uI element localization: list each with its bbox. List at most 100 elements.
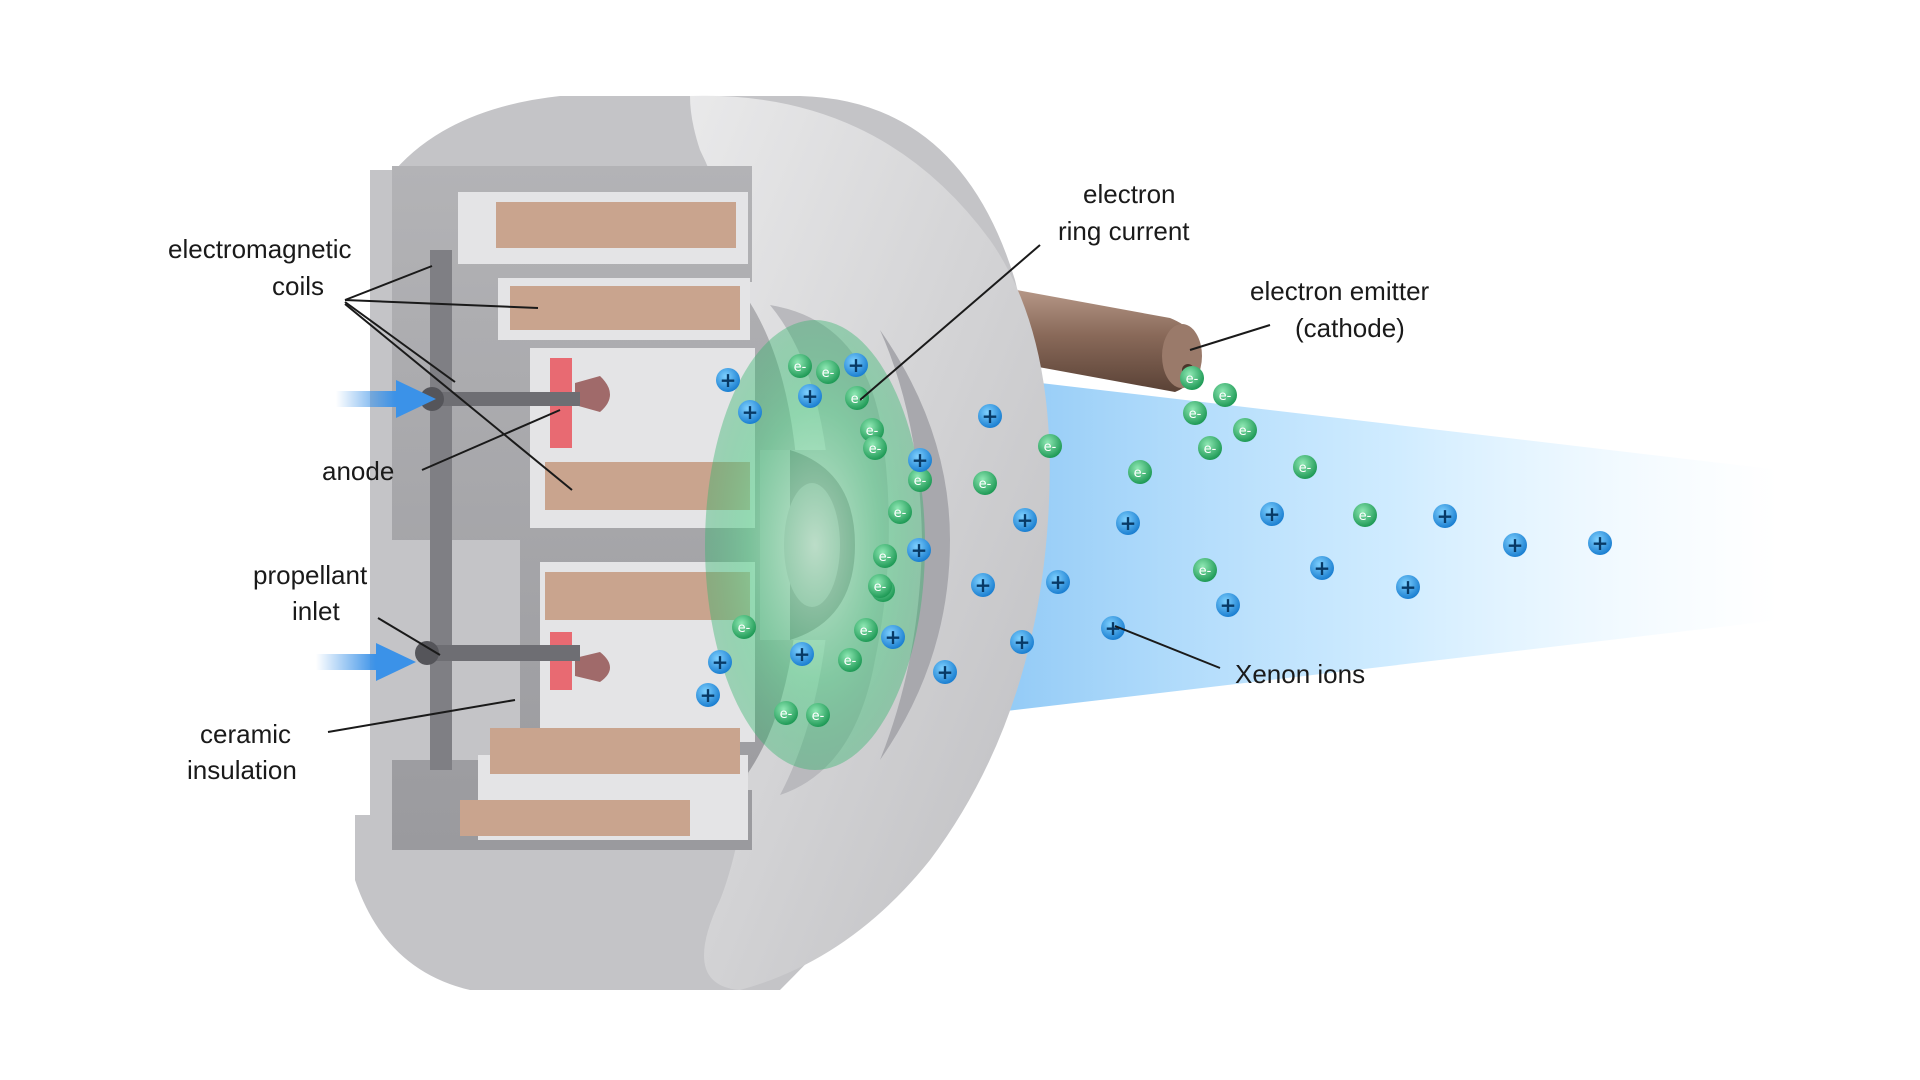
electron-dot (788, 354, 812, 378)
ion-symbol: + (1050, 570, 1067, 594)
electron-symbol: e- (914, 474, 927, 489)
ion-dot (790, 642, 814, 666)
electron-particle: e- (908, 468, 932, 492)
ion-symbol: + (802, 384, 819, 408)
ion-dot (1010, 630, 1034, 654)
leader-xenon-ions (1114, 625, 1221, 669)
electron-dot (845, 386, 869, 410)
xenon-ion-particle: + (798, 384, 822, 408)
electron-dot (1353, 503, 1377, 527)
electron-particle: e- (774, 701, 798, 725)
xenon-ion-particle: + (1013, 508, 1037, 532)
ion-symbol: + (1437, 504, 1454, 528)
label-coils: coils (272, 271, 324, 301)
electron-dot (888, 500, 912, 524)
ion-symbol: + (1014, 630, 1031, 654)
xenon-ion-particle: + (1396, 575, 1420, 599)
xenon-ion-particle: + (1433, 504, 1457, 528)
ion-symbol: + (1105, 616, 1122, 640)
label-inlet: inlet (292, 596, 340, 626)
ion-dot (881, 625, 905, 649)
electron-symbol: e- (812, 709, 825, 724)
electron-symbol: e- (780, 707, 793, 722)
xenon-ion-particle: + (1116, 511, 1140, 535)
electron-symbol: e- (866, 424, 879, 439)
ion-symbol: + (1220, 593, 1237, 617)
electron-particle: e- (1198, 436, 1222, 460)
ion-dot (1046, 570, 1070, 594)
ion-symbol: + (1264, 502, 1281, 526)
leader-emitter (1189, 324, 1271, 351)
electron-symbol: e- (1359, 509, 1372, 524)
ion-symbol: + (885, 625, 902, 649)
electron-dot (1198, 436, 1222, 460)
electron-symbol: e- (1299, 461, 1312, 476)
particles: e-e-e-e-e-e-e-e-e-e-e-e-e-e-e-e-e-e-e-e-… (696, 353, 1612, 727)
xenon-ion-particle: + (881, 625, 905, 649)
electron-symbol: e- (979, 477, 992, 492)
xenon-ion-particle: + (971, 573, 995, 597)
leader-coils-4 (344, 303, 573, 491)
electron-particle: e- (806, 703, 830, 727)
electron-particle: e- (888, 500, 912, 524)
leader-anode (421, 409, 561, 471)
ion-dot (978, 404, 1002, 428)
electron-particle: e- (1038, 434, 1062, 458)
ion-dot (1013, 508, 1037, 532)
ion-dot (1310, 556, 1334, 580)
ion-dot (798, 384, 822, 408)
electron-particle: e- (1128, 460, 1152, 484)
electron-particle: e- (838, 648, 862, 672)
label-ring-current: ring current (1058, 216, 1190, 246)
ion-symbol: + (1400, 575, 1417, 599)
electron-dot (1180, 366, 1204, 390)
electron-particle: e- (1183, 401, 1207, 425)
xenon-ion-particle: + (1101, 616, 1125, 640)
xenon-ion-particle: + (1010, 630, 1034, 654)
ion-dot (1116, 511, 1140, 535)
ion-dot (1101, 616, 1125, 640)
labels: electromagnetic coils anode propellant i… (168, 179, 1430, 785)
ion-symbol: + (1507, 533, 1524, 557)
ion-dot (1588, 531, 1612, 555)
label-insulation: insulation (187, 755, 297, 785)
ion-dot (1260, 502, 1284, 526)
leader-propellant-inlet (377, 617, 441, 656)
ion-symbol: + (1314, 556, 1331, 580)
ion-dot (971, 573, 995, 597)
electron-particle: e- (788, 354, 812, 378)
xenon-ion-particle: + (696, 683, 720, 707)
electron-dot (816, 360, 840, 384)
xenon-ion-particle: + (1046, 570, 1070, 594)
electron-particle: e- (1213, 383, 1237, 407)
ion-dot (907, 538, 931, 562)
electron-particle: e- (1180, 366, 1204, 390)
xenon-ion-particle: + (716, 368, 740, 392)
electron-symbol: e- (894, 506, 907, 521)
ion-dot (1396, 575, 1420, 599)
xenon-ion-particle: + (933, 660, 957, 684)
ion-symbol: + (982, 404, 999, 428)
xenon-ion-particle: + (1588, 531, 1612, 555)
ion-symbol: + (937, 660, 954, 684)
ion-dot (908, 448, 932, 472)
xenon-ion-particle: + (708, 650, 732, 674)
label-xenon-ions: Xenon ions (1235, 659, 1365, 689)
electron-symbol: e- (738, 621, 751, 636)
ion-symbol: + (912, 448, 929, 472)
coil-1 (496, 202, 736, 248)
electron-particle: e- (854, 618, 878, 642)
ion-symbol: + (1120, 511, 1137, 535)
ion-symbol: + (975, 573, 992, 597)
ion-symbol: + (700, 683, 717, 707)
leader-lines (327, 244, 1271, 733)
electron-symbol: e- (1199, 564, 1212, 579)
electron-particle: e- (732, 615, 756, 639)
electron-dot (973, 471, 997, 495)
ion-symbol: + (848, 353, 865, 377)
ion-symbol: + (742, 400, 759, 424)
leader-coils-1 (344, 265, 433, 301)
label-electron-emitter: electron emitter (1250, 276, 1430, 306)
leader-coils-3 (344, 301, 456, 383)
